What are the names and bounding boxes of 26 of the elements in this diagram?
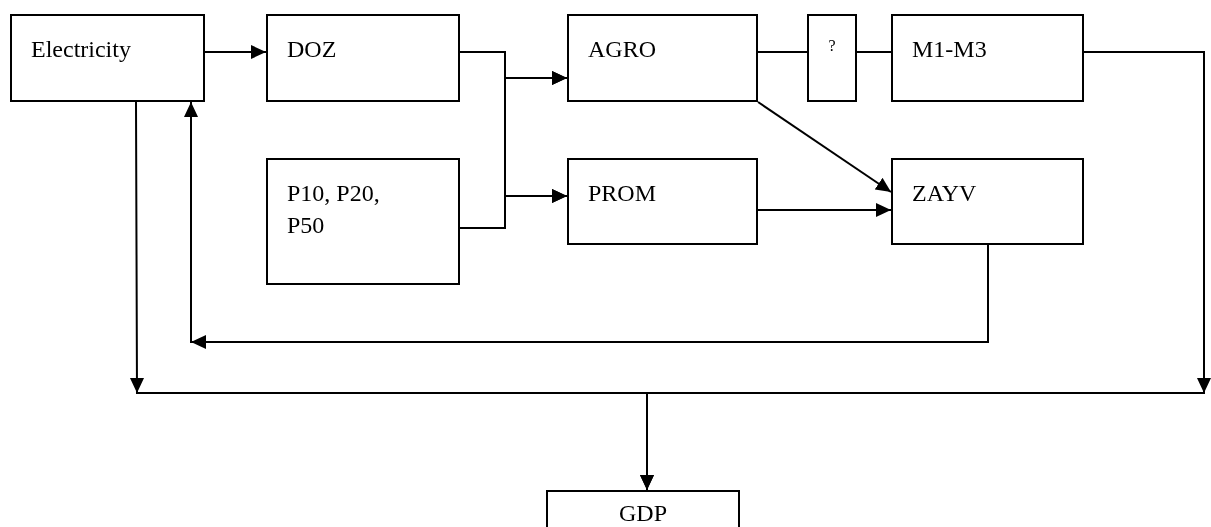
connector-line	[856, 51, 892, 53]
process-box	[546, 490, 740, 527]
box-label: Electricity	[31, 35, 132, 64]
arrow	[640, 51, 1211, 491]
process-box	[891, 14, 1084, 102]
arrow	[459, 189, 568, 229]
arrow	[757, 203, 892, 217]
arrow	[204, 45, 267, 59]
box-label: DOZ	[287, 35, 338, 64]
process-box	[266, 14, 460, 102]
process-box	[10, 14, 205, 102]
box-label: ZAYV	[912, 179, 978, 208]
process-box	[807, 14, 857, 102]
box-label: P10, P20, P50	[287, 179, 381, 240]
box-label: GDP	[619, 499, 667, 527]
box-label: PROM	[588, 179, 658, 208]
process-box	[567, 158, 758, 245]
process-box	[891, 158, 1084, 245]
connector-line	[757, 51, 808, 53]
box-label: AGRO	[588, 35, 657, 64]
process-box	[567, 14, 758, 102]
box-label: M1-M3	[912, 35, 988, 64]
arrow	[184, 101, 989, 349]
box-label: ?	[828, 36, 836, 56]
arrow	[757, 101, 892, 193]
process-box	[266, 158, 460, 285]
